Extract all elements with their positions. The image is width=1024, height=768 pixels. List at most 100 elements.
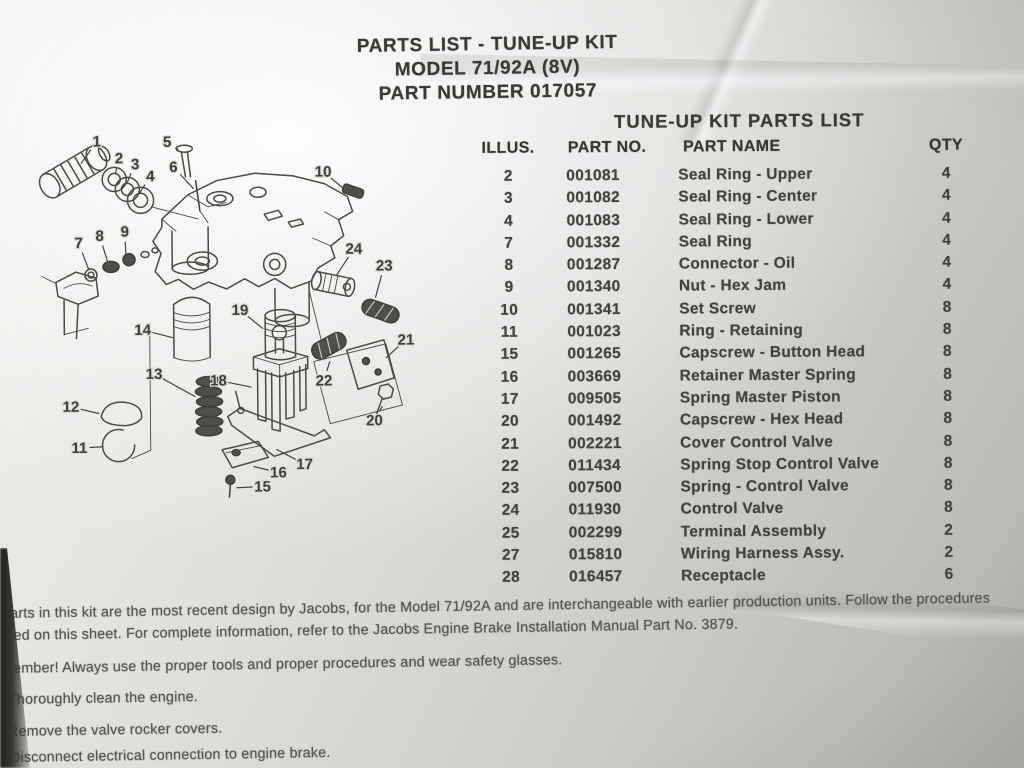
cell-qty: 4	[942, 276, 952, 294]
cell-part_no: 002299	[568, 523, 623, 542]
cell-name: Capscrew - Button Head	[679, 343, 866, 362]
cell-illus: 24	[501, 502, 520, 520]
cell-name: Seal Ring - Center	[678, 187, 818, 206]
cell-part_no: 001341	[567, 300, 621, 319]
part-15-screw	[225, 474, 236, 498]
callout-leader	[126, 173, 132, 183]
part-16-retainer	[221, 440, 270, 469]
part-21-cover	[346, 339, 395, 391]
callout-leader	[326, 361, 331, 372]
cell-qty: 4	[942, 231, 952, 249]
cell-part_no: 011434	[568, 456, 622, 475]
cell-name: Connector - Oil	[678, 254, 796, 273]
cell-name: Wiring Harness Assy.	[680, 544, 845, 563]
cell-illus: 11	[500, 323, 518, 341]
cell-qty: 8	[943, 387, 953, 405]
callout-leader	[247, 315, 264, 330]
cell-qty: 6	[944, 565, 954, 584]
note-line: ined on this sheet. For complete informa…	[1, 616, 739, 644]
cell-part_no: 001083	[566, 211, 621, 229]
callout-number: 13	[146, 366, 163, 383]
part-14-piston	[172, 296, 211, 362]
part-screw-pin	[175, 144, 209, 224]
callout-leader	[374, 274, 383, 298]
cell-part_no: 001265	[567, 345, 622, 363]
callout-leader	[81, 252, 90, 271]
callout-leader	[124, 241, 127, 255]
part-13-spring	[194, 375, 224, 437]
callout-number: 3	[131, 156, 140, 173]
callout-leader	[385, 345, 399, 359]
exploded-view-drawing	[38, 144, 403, 498]
cell-name: Retainer Master Spring	[679, 365, 857, 385]
part-11-retaining-ring	[101, 428, 136, 463]
cell-illus: 25	[501, 524, 520, 542]
callout-number: 9	[120, 224, 129, 241]
cell-illus: 17	[500, 390, 519, 408]
cell-qty: 8	[943, 454, 953, 472]
part-20-capscrew	[375, 383, 395, 415]
col-qty: QTY	[928, 136, 964, 154]
cell-qty: 2	[944, 521, 954, 539]
paper-crease-top	[663, 0, 781, 158]
callout-leader	[80, 149, 92, 165]
cell-part_no: 001492	[567, 412, 622, 430]
title-block: PARTS LIST - TUNE-UP KIT MODEL 71/92A (8…	[329, 31, 645, 108]
doc-part-number-line: PART NUMBER 017057	[378, 80, 598, 105]
callout-number: 21	[397, 332, 414, 349]
callout-number: 2	[115, 150, 124, 167]
cell-part_no: 007500	[568, 479, 623, 497]
callout-leader	[378, 405, 383, 412]
parts-list-heading: TUNE-UP KIT PARTS LIST	[613, 109, 865, 132]
doc-title-line: PARTS LIST - TUNE-UP KIT	[356, 31, 618, 58]
cell-name: Capscrew - Hex Head	[679, 410, 844, 429]
cell-illus: 2	[503, 167, 513, 185]
callout-leader	[101, 245, 109, 264]
callout-number: 12	[63, 399, 80, 416]
callout-leader	[138, 184, 146, 194]
cell-illus: 22	[501, 457, 520, 475]
note-line: parts in this kit are the most recent de…	[1, 590, 991, 622]
cell-illus: 15	[500, 346, 519, 364]
callout-leader	[162, 378, 196, 398]
cell-name: Receptacle	[680, 567, 766, 585]
callout-number: 23	[376, 257, 393, 274]
cell-name: Ring - Retaining	[679, 321, 804, 340]
cell-qty: 4	[941, 164, 951, 182]
part-oil-connector-group	[84, 247, 159, 282]
part-23-spring	[361, 298, 400, 324]
cell-name: Nut - Hex Jam	[678, 277, 787, 296]
cell-part_no: 001287	[566, 256, 621, 274]
cell-name: Terminal Assembly	[680, 522, 827, 541]
part-22-spring-stop	[311, 331, 347, 360]
callout-number: 16	[270, 464, 287, 481]
note-line: Disconnect electrical connection to engi…	[9, 744, 331, 766]
cell-illus: 21	[501, 435, 520, 453]
callout-number: 10	[315, 164, 332, 181]
callout-leader	[228, 381, 252, 388]
cell-name: Set Screw	[679, 299, 757, 318]
cell-qty: 8	[943, 476, 953, 494]
part-gasket-panel	[313, 343, 403, 425]
cell-name: Seal Ring - Upper	[678, 165, 813, 184]
cell-illus: 20	[500, 412, 519, 431]
note-line: member! Always use the proper tools and …	[0, 652, 563, 677]
callout-leader	[276, 448, 296, 460]
col-illus: ILLUS.	[481, 139, 535, 157]
cell-qty: 8	[942, 343, 953, 361]
callout-number: 4	[146, 168, 155, 185]
part-set-screw	[341, 183, 365, 199]
part-master-piston	[38, 145, 111, 199]
cell-part_no: 001023	[567, 323, 621, 341]
cell-illus: 3	[503, 189, 513, 208]
cell-part_no: 016457	[568, 568, 623, 586]
col-part-name: PART NAME	[682, 137, 781, 156]
cell-name: Seal Ring	[678, 232, 753, 251]
callout-leader	[236, 486, 253, 489]
cell-qty: 8	[943, 432, 953, 450]
cell-part_no: 003669	[567, 367, 622, 385]
callout-number: 24	[345, 241, 363, 258]
